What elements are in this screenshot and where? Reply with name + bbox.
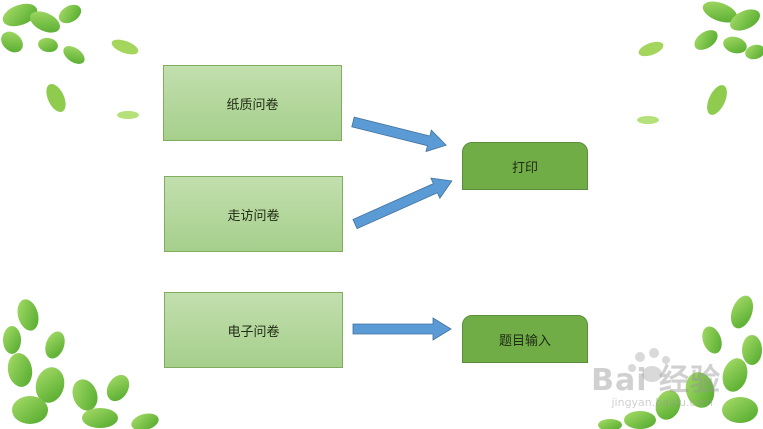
- watermark-url: jingyan.baidu.com: [611, 396, 713, 409]
- leaf-cluster-top-right: [694, 1, 763, 60]
- watermark-logo: Bai 经验: [591, 363, 721, 398]
- node-label: 走访问卷: [227, 208, 280, 224]
- node-print: 打印: [462, 142, 588, 190]
- leaf-floating: [638, 41, 664, 57]
- baidu-paw-icon: [628, 348, 670, 382]
- arrow-paper-to-print: [351, 116, 447, 153]
- leaf-cluster-top-left: [1, 3, 85, 64]
- node-label: 纸质问卷: [226, 97, 279, 113]
- node-paper-survey: 纸质问卷: [163, 65, 342, 141]
- node-label: 题目输入: [498, 333, 551, 349]
- arrow-elec-to-input: [352, 317, 452, 341]
- leaf-cluster-bottom-left: [3, 299, 159, 429]
- leaf-floating: [111, 39, 139, 55]
- node-label: 电子问卷: [227, 324, 280, 340]
- arrow-visit-to-print: [352, 177, 453, 230]
- leaf-floating: [637, 116, 659, 124]
- leaf-cluster-bottom-right: [598, 295, 762, 429]
- node-question-input: 题目输入: [462, 315, 588, 363]
- node-visit-survey: 走访问卷: [164, 176, 343, 252]
- leaf-floating: [117, 111, 139, 119]
- leaf-floating: [46, 83, 66, 113]
- node-electronic-survey: 电子问卷: [164, 292, 343, 368]
- leaf-floating: [707, 85, 727, 115]
- node-label: 打印: [511, 160, 538, 176]
